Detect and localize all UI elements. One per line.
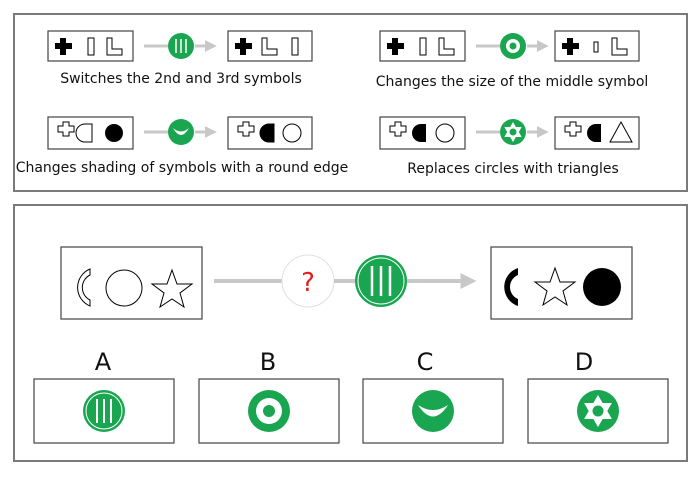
outline-circle-icon [435, 123, 455, 143]
caption-change-size: Changes the size of the middle symbol [375, 74, 649, 90]
puzzle: ? [60, 246, 633, 320]
outline-circle-icon [282, 123, 302, 143]
outline-star-icon [533, 266, 577, 307]
example-4 [379, 116, 640, 150]
outline-star-icon [150, 268, 194, 309]
filled-half-circle-icon [587, 124, 601, 142]
caption-replace-circles: Replaces circles with triangles [407, 161, 619, 177]
l-shape-icon [611, 37, 628, 56]
bar-icon [87, 37, 95, 56]
crescent-icon [77, 268, 91, 307]
caption-change-shading: Changes shading of symbols with a round … [15, 160, 349, 176]
l-shape-icon [438, 37, 455, 56]
option-d-label: D [574, 348, 594, 376]
bar-icon [291, 37, 299, 56]
outline-triangle-icon [609, 120, 633, 143]
option-c[interactable] [362, 378, 504, 444]
outline-plus-icon [237, 121, 255, 137]
plus-icon [387, 38, 404, 55]
plus-icon [55, 38, 72, 55]
bar-icon [419, 37, 427, 56]
option-d[interactable] [527, 378, 669, 444]
example-1 [47, 30, 313, 62]
example-3 [47, 116, 313, 150]
option-b-label: B [259, 348, 277, 376]
option-a-label: A [94, 348, 112, 376]
option-a[interactable] [33, 378, 175, 444]
outline-plus-icon [57, 121, 75, 137]
filled-half-circle-icon [412, 124, 426, 142]
caption-switch-symbols: Switches the 2nd and 3rd symbols [60, 71, 302, 87]
filled-circle-icon [583, 268, 621, 306]
l-shape-icon [261, 37, 278, 56]
filled-half-circle-icon [259, 123, 275, 143]
option-b[interactable] [198, 378, 340, 444]
plus-icon [562, 38, 579, 55]
outline-plus-icon [389, 121, 407, 137]
l-shape-icon [106, 37, 123, 56]
plus-icon [235, 38, 252, 55]
option-c-label: C [416, 348, 434, 376]
example-2 [379, 30, 640, 62]
question-mark: ? [301, 268, 315, 298]
outline-circle-icon [105, 269, 143, 307]
filled-crescent-icon [504, 268, 518, 306]
filled-circle-icon [105, 124, 123, 142]
outline-plus-icon [564, 121, 582, 137]
small-bar-icon [593, 41, 599, 53]
